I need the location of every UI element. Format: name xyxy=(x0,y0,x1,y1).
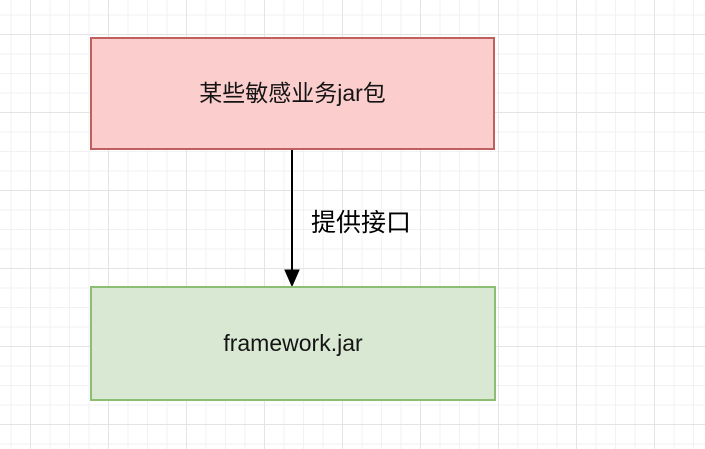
edge-label: 提供接口 xyxy=(311,209,412,237)
edge-arrow xyxy=(284,150,300,287)
node-framework-jar: framework.jar xyxy=(90,286,496,401)
node-sensitive-business-jar-label: 某些敏感业务jar包 xyxy=(199,79,386,106)
arrowhead-icon xyxy=(284,269,300,287)
node-framework-jar-label: framework.jar xyxy=(223,329,363,356)
node-sensitive-business-jar: 某些敏感业务jar包 xyxy=(90,37,495,150)
